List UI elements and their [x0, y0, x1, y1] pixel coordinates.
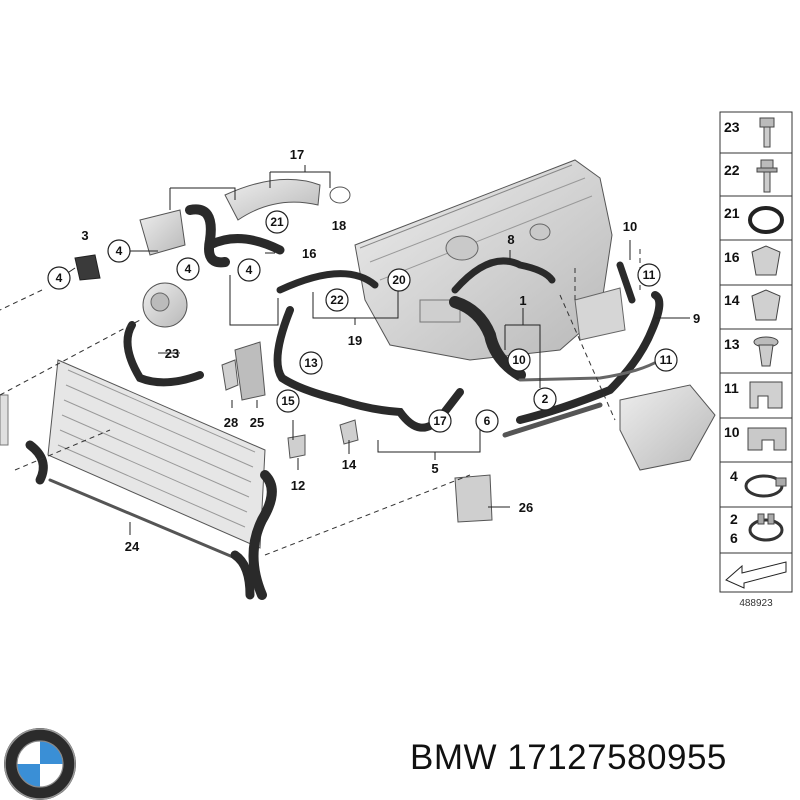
legend-label-23: 23	[724, 119, 740, 135]
legend-label-10: 10	[724, 424, 740, 440]
callout-15: 14	[342, 457, 357, 472]
part-number-text: BMW 17127580955	[410, 738, 727, 777]
circled-callouts	[47, 210, 678, 433]
callout-25: 24	[125, 539, 140, 554]
svg-text:6: 6	[484, 414, 491, 428]
clip-icon	[751, 245, 781, 321]
svg-text:11: 11	[660, 353, 673, 367]
engine-block	[354, 159, 613, 361]
callout-3: 3	[81, 228, 88, 243]
svg-text:20: 20	[392, 273, 406, 287]
callout-1: 1	[519, 293, 526, 308]
legend-label-11: 11	[724, 380, 739, 396]
leader-lines	[59, 165, 690, 535]
reference-lines	[0, 245, 641, 556]
circled-callout-22	[265, 210, 289, 234]
directional-arrow-icon	[725, 561, 787, 589]
grey-components	[74, 178, 716, 523]
legend-label-14: 14	[724, 292, 740, 308]
legend-label-2: 2	[730, 511, 738, 527]
legend-label-21: 21	[724, 205, 740, 221]
callout-5: 5	[431, 461, 438, 476]
circled-callout-11b	[654, 348, 678, 372]
image-number: 488923	[739, 598, 773, 609]
callout-24: 23	[165, 346, 179, 361]
o-ring-icon	[748, 206, 784, 234]
circled-callout-21	[387, 268, 411, 292]
callout-18: 17	[290, 147, 304, 162]
callout-26: 25	[250, 415, 264, 430]
svg-text:4: 4	[116, 244, 123, 258]
legend-label-13: 13	[724, 336, 740, 352]
callout-12: 12	[291, 478, 305, 493]
bolt-flange-icon	[756, 159, 778, 193]
callout-28: 28	[224, 415, 238, 430]
callout-17: 16	[302, 246, 316, 261]
circled-callout-4b	[47, 266, 71, 290]
circled-callout-6	[475, 409, 499, 433]
callout-9: 10	[623, 219, 637, 234]
svg-text:11: 11	[643, 268, 656, 282]
svg-text:21: 21	[270, 215, 284, 229]
circled-callout-14	[276, 389, 300, 413]
callout-27: 26	[519, 500, 533, 515]
svg-text:17: 17	[433, 414, 447, 428]
svg-text:10: 10	[512, 353, 526, 367]
radiator	[0, 359, 266, 549]
coolant-hoses	[25, 204, 664, 600]
callout-7: 8	[507, 232, 514, 247]
circled-callout-16	[428, 409, 452, 433]
bmw-roundel-icon	[4, 728, 76, 800]
svg-text:4: 4	[185, 262, 192, 276]
circled-callout-2	[533, 387, 557, 411]
legend-label-16: 16	[724, 249, 740, 265]
circled-callout-4c	[176, 257, 200, 281]
callout-8: 9	[693, 311, 700, 326]
callout-19: 18	[332, 218, 346, 233]
legend-label-22: 22	[724, 162, 740, 178]
callout-labels: 17 3 16 18 8 10 1 9 19 23 28 25 14 12 5 …	[81, 147, 700, 554]
svg-text:15: 15	[281, 394, 295, 408]
circled-callout-4d	[237, 258, 261, 282]
double-clip-icon	[747, 427, 787, 451]
legend-label-6: 6	[730, 530, 738, 546]
spring-clamp-icon	[748, 513, 784, 542]
legend-label-4: 4	[730, 468, 738, 484]
svg-text:4: 4	[246, 263, 253, 277]
circled-callout-13	[299, 351, 323, 375]
svg-text:22: 22	[330, 293, 344, 307]
hose-clamp-icon	[744, 474, 787, 498]
parts-legend: 23 22 21 16 14 13 11 10 4 2 6	[719, 111, 793, 609]
bolt-icon	[759, 117, 775, 148]
circled-callout-23	[325, 288, 349, 312]
circled-callout-4a	[107, 239, 131, 263]
circled-callout-labels: 4 4 4 4 21 22 20 11 11 10 2 13 15 17 6	[56, 215, 673, 428]
svg-text:2: 2	[542, 392, 549, 406]
svg-text:4: 4	[56, 271, 63, 285]
hose-clip-icon	[749, 381, 783, 409]
circled-callout-10	[507, 348, 531, 372]
expanding-rivet-icon	[753, 336, 779, 367]
circled-callout-11a	[637, 263, 661, 287]
svg-text:13: 13	[304, 356, 318, 370]
callout-20: 19	[348, 333, 362, 348]
